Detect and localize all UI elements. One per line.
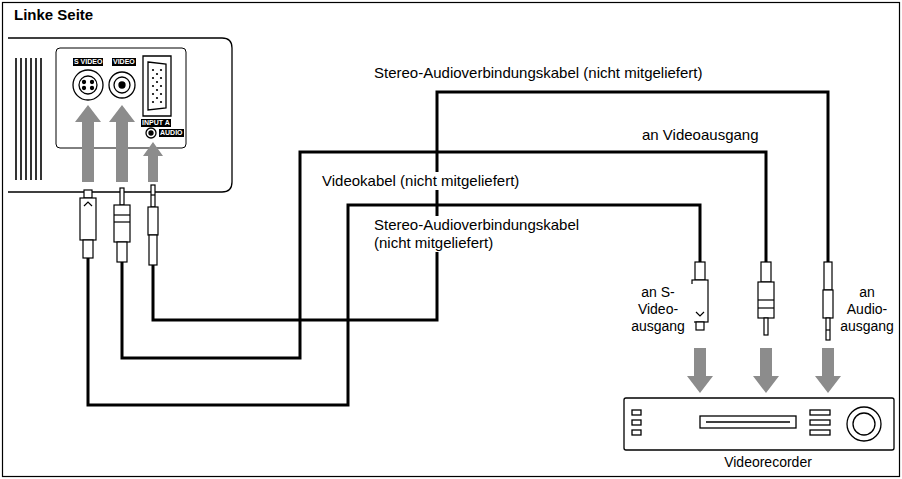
insert-arrows bbox=[75, 105, 163, 182]
device-label: Videorecorder bbox=[694, 454, 842, 471]
cables bbox=[88, 92, 828, 405]
cable-label: Stereo-Audioverbindungskabel (nicht mitg… bbox=[372, 216, 616, 252]
section-title: Linke Seite bbox=[12, 6, 95, 24]
cable-label: Stereo-Audioverbindungskabel (nicht mitg… bbox=[372, 64, 705, 82]
port-label: VIDEO bbox=[112, 58, 136, 66]
projector bbox=[8, 38, 232, 192]
plugs-vcr bbox=[692, 262, 833, 340]
port-label: INPUT A bbox=[141, 119, 171, 127]
insert-arrows bbox=[687, 348, 841, 393]
connection-label: an Audio- ausgang bbox=[836, 284, 898, 335]
port-label: S VIDEO bbox=[73, 58, 103, 66]
plugs-projector bbox=[80, 185, 158, 265]
port-label: AUDIO bbox=[159, 129, 184, 137]
frame bbox=[3, 3, 900, 477]
connection-label: an Videoausgang bbox=[640, 126, 761, 144]
vcr bbox=[624, 398, 894, 450]
cable-label: Videokabel (nicht mitgeliefert) bbox=[320, 172, 521, 190]
connection-label: an S-Video- ausgang bbox=[622, 284, 694, 335]
